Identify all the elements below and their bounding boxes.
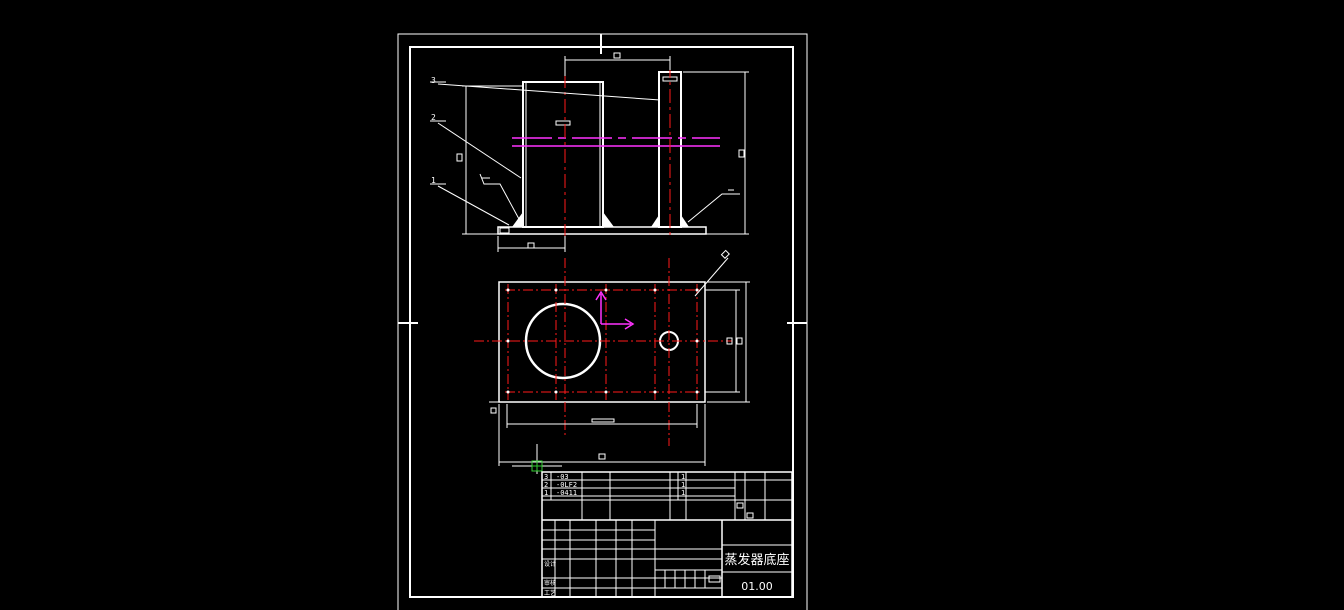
top-view: [474, 249, 750, 466]
top-dimensions: [489, 257, 750, 466]
leader-label-2: 2: [431, 113, 436, 122]
base-plate: [497, 226, 707, 235]
part-row-3-mark: 1: [681, 489, 685, 497]
title-block: [541, 471, 793, 598]
part-row-1-no: 3: [544, 473, 548, 481]
left-box: [522, 81, 604, 228]
plate-outline: [498, 281, 706, 403]
part-row-3-no: 1: [544, 489, 548, 497]
front-dimensions: [430, 56, 749, 252]
part-row-2-no: 2: [544, 481, 548, 489]
parts-list: 3 -03 1 2 -0LF2 1 1 -0411 1 设计 审核 工艺: [544, 473, 685, 597]
drawing-number: 01.00: [741, 580, 773, 593]
dimension-value-boxes: [456, 52, 745, 249]
row-label-process: 工艺: [544, 589, 556, 597]
leader-label-1: 1: [431, 176, 436, 185]
crosshair-cursor: [512, 444, 562, 474]
row-label-design: 设计: [544, 560, 556, 568]
part-row-2-code: -0LF2: [556, 481, 577, 489]
part-row-2-mark: 1: [681, 481, 685, 489]
cutting-lines: [512, 137, 720, 147]
hole-grid-centerlines: [474, 258, 732, 446]
front-view: 3 2 1: [430, 52, 749, 252]
part-row-1-code: -03: [556, 473, 569, 481]
row-label-review: 审核: [544, 579, 556, 587]
ucs-icon: [595, 290, 635, 330]
leader-label-3: 3: [431, 76, 436, 85]
part-row-1-mark: 1: [681, 473, 685, 481]
part-title: 蒸发器底座: [724, 552, 789, 568]
part-row-3-code: -0411: [556, 489, 577, 497]
